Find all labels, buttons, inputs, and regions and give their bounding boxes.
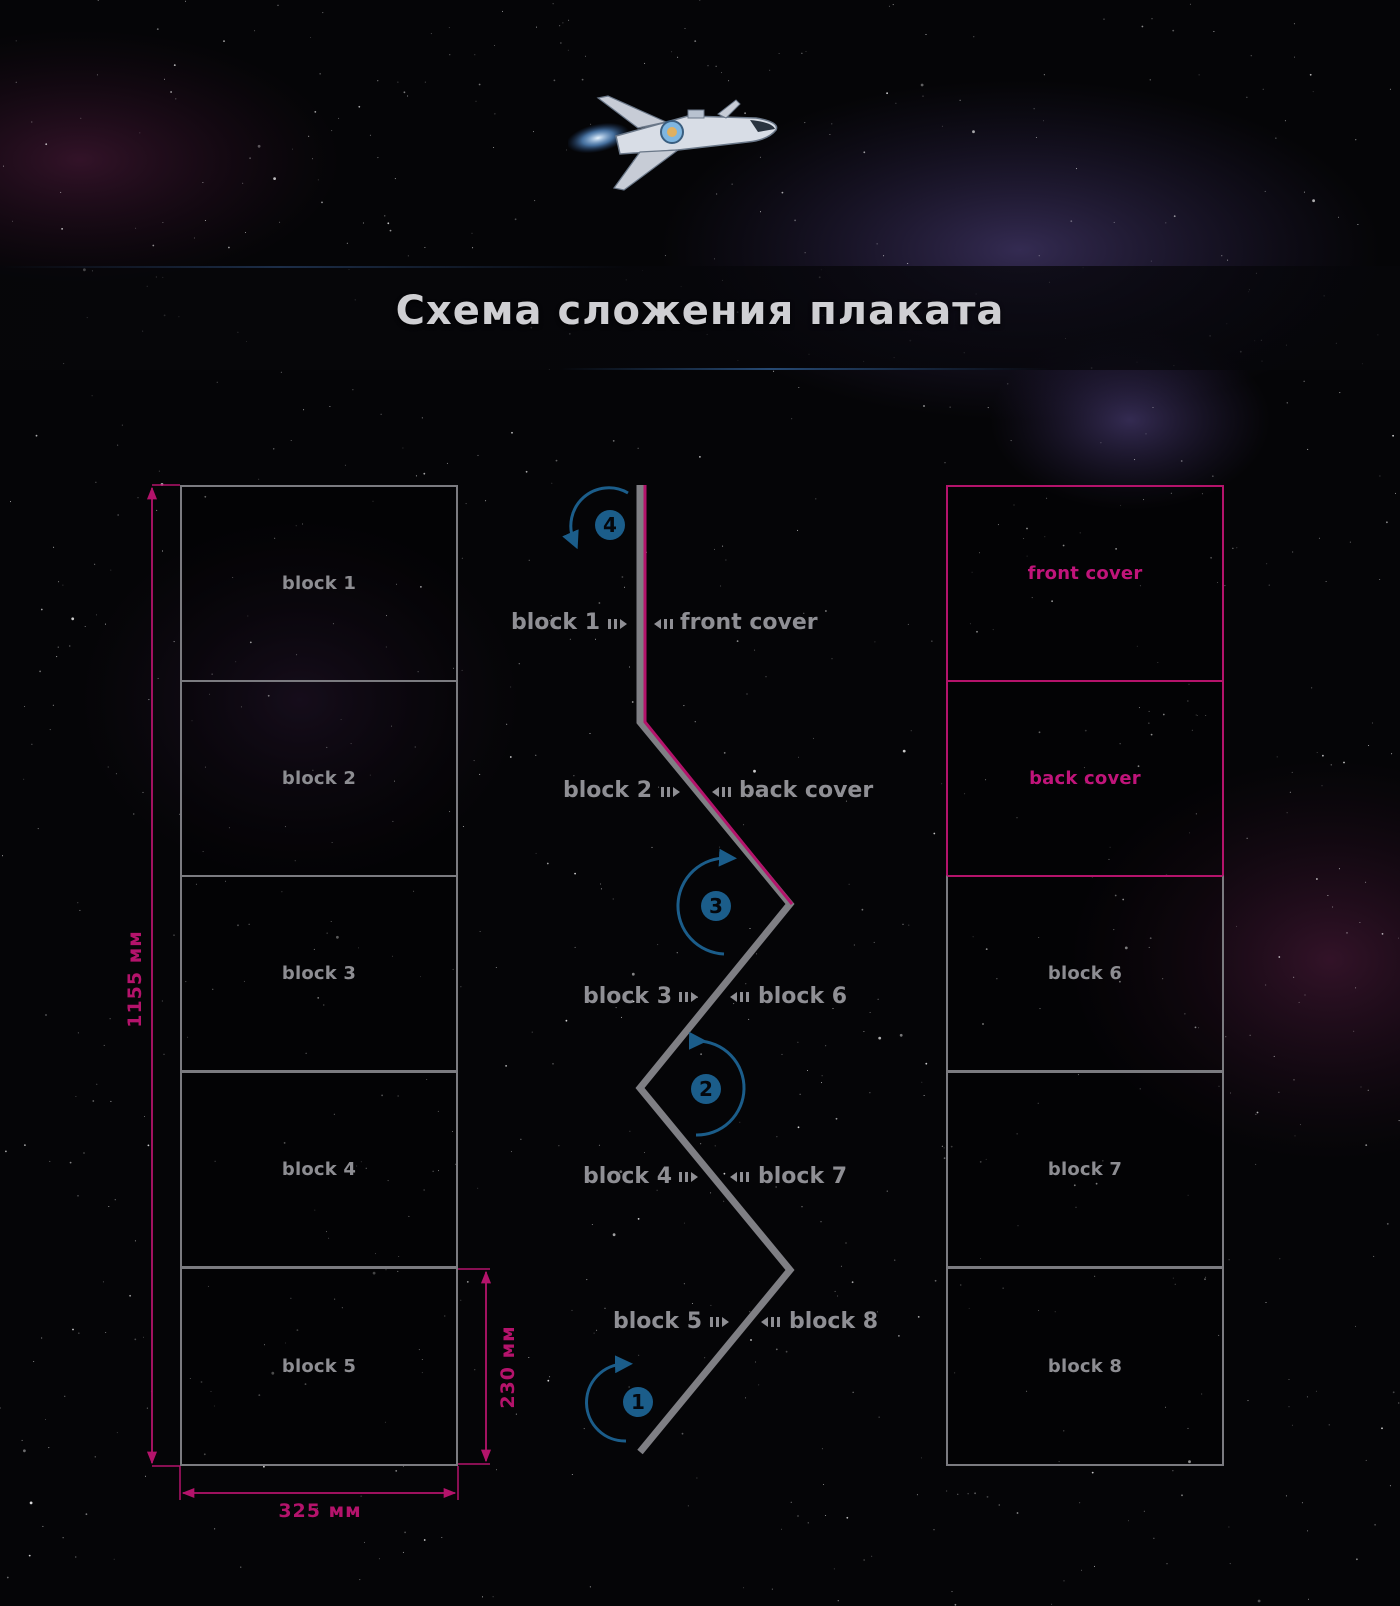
panel-label: block 6 — [1047, 963, 1123, 984]
panel-label: block 3 — [281, 963, 357, 984]
step-number: 2 — [699, 1077, 713, 1101]
panel-label: front cover — [1027, 563, 1143, 584]
panel-label: back cover — [1029, 768, 1141, 789]
height-dimension-label: 1155 мм — [124, 930, 146, 1028]
panel-height-dimension-label: 230 мм — [497, 1325, 519, 1409]
panel-height-dimension — [458, 1268, 492, 1465]
step-2-marker: 2 — [688, 1031, 746, 1137]
right-panel-front-cover: front cover — [946, 485, 1224, 682]
fold-label-block-6: block 6 — [758, 984, 848, 1009]
right-panel-block-8: block 8 — [946, 1267, 1224, 1466]
title-band — [0, 266, 1400, 370]
step-1-marker: 1 — [585, 1355, 653, 1443]
fold-line — [635, 485, 795, 1455]
panel-label: block 4 — [281, 1159, 357, 1180]
left-panel-block-5: block 5 — [180, 1267, 458, 1466]
fold-label-back-cover: back cover — [739, 778, 874, 803]
step-number: 1 — [631, 1390, 645, 1414]
fold-label-block-4: block 4 — [582, 1164, 672, 1189]
panel-label: block 1 — [281, 573, 357, 594]
fold-label-block-3: block 3 — [582, 984, 672, 1009]
width-dimension — [179, 1466, 459, 1500]
fold-label-front-cover: front cover — [680, 610, 818, 635]
title-band-top-glow — [0, 266, 1400, 268]
left-panel-block-3: block 3 — [180, 875, 458, 1072]
step-number: 3 — [709, 894, 723, 918]
panel-label: block 8 — [1047, 1356, 1123, 1377]
panel-label: block 5 — [281, 1356, 357, 1377]
right-panel-block-6: block 6 — [946, 875, 1224, 1072]
left-panel-block-2: block 2 — [180, 680, 458, 877]
panel-label: block 7 — [1047, 1159, 1123, 1180]
fold-label-block-8: block 8 — [789, 1309, 879, 1334]
triple-chevron-arrow-icon — [608, 619, 780, 1327]
right-panel-block-7: block 7 — [946, 1071, 1224, 1268]
page-title: Схема сложения плаката — [395, 288, 1005, 334]
fold-label-block-7: block 7 — [758, 1164, 848, 1189]
step-3-marker: 3 — [676, 848, 737, 956]
step-number: 4 — [603, 513, 617, 537]
fold-label-block-2: block 2 — [562, 778, 652, 803]
panel-label: block 2 — [281, 768, 357, 789]
title-band-bottom-glow — [0, 368, 1400, 370]
height-dimension — [146, 484, 180, 1467]
step-4-marker: 4 — [562, 486, 629, 550]
space-shuttle-icon — [568, 95, 778, 191]
fold-label-block-5: block 5 — [612, 1309, 702, 1334]
width-dimension-label: 325 мм — [278, 1500, 362, 1522]
left-panel-block-4: block 4 — [180, 1071, 458, 1268]
fold-label-block-1: block 1 — [510, 610, 600, 635]
